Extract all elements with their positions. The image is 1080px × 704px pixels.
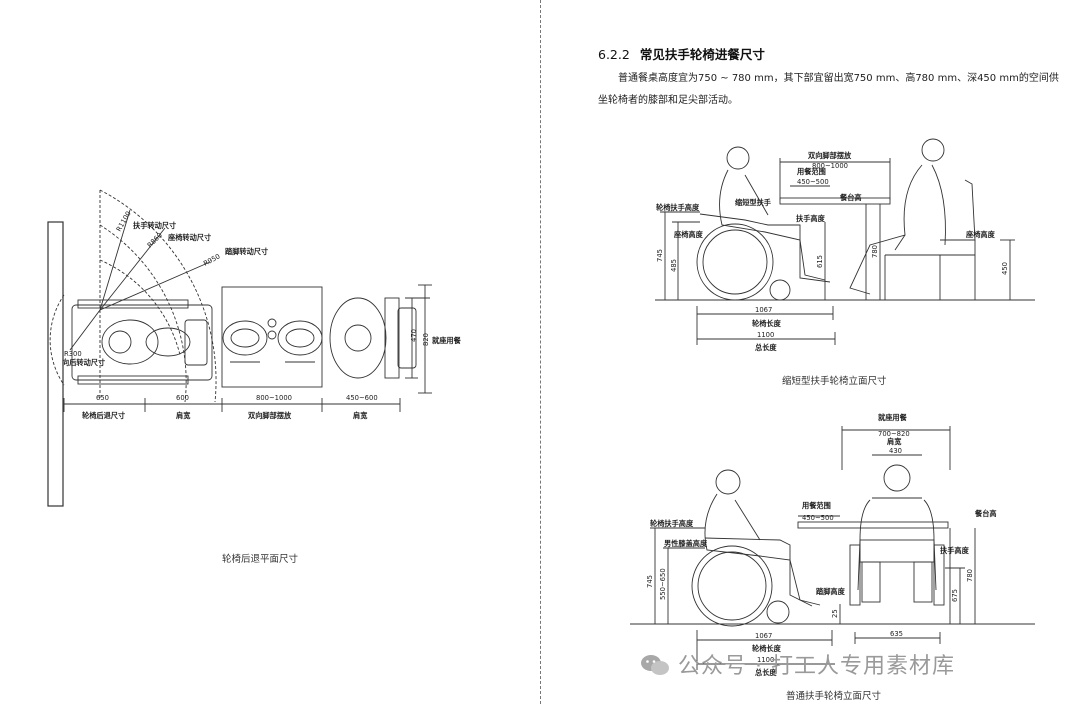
f1-label-total-length: 总长度 <box>755 343 777 352</box>
label-shoulder-2: 肩宽 <box>352 411 368 420</box>
f2-dim-430: 430 <box>889 447 902 455</box>
dim-r300: R300 <box>64 350 82 358</box>
f2-label-wheel-length: 轮椅长度 <box>752 644 782 653</box>
f1-label-double-legroom: 双向脚部摆放 <box>808 151 852 160</box>
label-wheel-back: 轮椅后退尺寸 <box>82 411 125 420</box>
wechat-icon <box>641 655 669 675</box>
f2-dim-780: 780 <box>966 569 974 582</box>
fig1-caption: 缩短型扶手轮椅立面尺寸 <box>782 376 887 387</box>
left-page: 扶手转动尺寸 座椅转动尺寸 踏脚转动尺寸 向后转动尺寸 R300 R1100 R… <box>47 189 462 565</box>
dim-600: 600 <box>176 394 189 402</box>
dim-470: 470 <box>410 329 418 342</box>
f2-label-armrest-height: 扶手高度 <box>940 546 970 555</box>
dim-450-600: 450~600 <box>346 394 378 402</box>
wheelchair-plan-drawing: 扶手转动尺寸 座椅转动尺寸 踏脚转动尺寸 向后转动尺寸 R300 R1100 R… <box>47 189 462 507</box>
section-title: 常见扶手轮椅进餐尺寸 <box>639 47 765 62</box>
f1-dim-450: 450 <box>1001 262 1009 275</box>
f2-dim-745: 745 <box>646 575 654 588</box>
f2-label-table-height: 餐台高 <box>974 509 997 518</box>
f2-dim-635: 635 <box>890 630 903 638</box>
f2-label-foot-height: 踏脚高度 <box>816 587 846 596</box>
f2-dim-1067: 1067 <box>755 632 772 640</box>
dim-650: 650 <box>96 394 109 402</box>
f1-label-table-height: 餐台高 <box>839 193 862 202</box>
f1-dim-1067: 1067 <box>755 306 772 314</box>
watermark: 公众号 · 打工人专用素材库 <box>640 648 955 680</box>
f1-dim-450-500: 450~500 <box>797 178 829 186</box>
f2-dim-700-820: 700~820 <box>878 430 910 438</box>
f2-dim-675: 675 <box>951 589 959 602</box>
f1-label-seat-height-l: 座椅高度 <box>673 230 704 239</box>
f2-dim-450-500: 450~500 <box>802 514 834 522</box>
fig2-caption: 普通扶手轮椅立面尺寸 <box>786 691 882 702</box>
f1-label-armrest-height: 扶手高度 <box>796 214 826 223</box>
f1-dim-485: 485 <box>670 259 678 272</box>
section-paragraph: 普通餐桌高度宜为750 ~ 780 mm，其下部宜留出宽750 mm、高780 … <box>598 73 1059 106</box>
label-double-legroom: 双向脚部摆放 <box>248 411 292 420</box>
section-number: 6.2.2 <box>598 47 630 62</box>
f1-label-short-armrest: 缩短型扶手 <box>735 198 771 207</box>
f2-dim-550-650: 550~650 <box>659 568 667 600</box>
f1-dim-780: 780 <box>871 245 879 258</box>
f2-label-total-length: 总长度 <box>755 668 777 677</box>
label-seat-dining: 就座用餐 <box>432 336 462 345</box>
f2-label-dining-range: 用餐范围 <box>801 501 831 510</box>
dim-800-1000: 800~1000 <box>256 394 292 402</box>
label-armrest-turn: 扶手转动尺寸 <box>133 221 176 230</box>
f1-label-seat-height-r: 座椅高度 <box>965 230 996 239</box>
f1-label-dining-range: 用餐范围 <box>796 167 826 176</box>
f2-label-knee-height: 男性膝盖高度 <box>663 539 708 548</box>
label-back-turn: 向后转动尺寸 <box>62 358 105 367</box>
f1-dim-1100: 1100 <box>757 331 774 339</box>
section-heading: 6.2.2 常见扶手轮椅进餐尺寸 <box>598 44 765 63</box>
f2-label-wheel-arm-height: 轮椅扶手高度 <box>650 519 694 528</box>
watermark-text: 公众号 · 打工人专用素材库 <box>678 654 955 679</box>
f1-dim-745: 745 <box>656 249 664 262</box>
f1-label-wheel-length: 轮椅长度 <box>752 319 782 328</box>
f1-dim-800-1000: 800~1000 <box>812 162 848 170</box>
dim-820: 820 <box>422 333 430 346</box>
f2-label-seat-dining: 就座用餐 <box>878 413 908 422</box>
f2-dim-1100: 1100 <box>757 656 774 664</box>
label-foot-turn: 踏脚转动尺寸 <box>225 247 268 256</box>
f1-dim-615: 615 <box>816 255 824 268</box>
f2-dim-25: 25 <box>831 609 839 618</box>
label-seat-turn: 座椅转动尺寸 <box>167 233 211 242</box>
page-divider <box>540 0 541 704</box>
left-figure-caption: 轮椅后退平面尺寸 <box>222 554 299 565</box>
f2-label-shoulder: 肩宽 <box>886 437 902 446</box>
f1-label-wheel-arm-height: 轮椅扶手高度 <box>656 203 700 212</box>
label-shoulder-1: 肩宽 <box>175 411 191 420</box>
